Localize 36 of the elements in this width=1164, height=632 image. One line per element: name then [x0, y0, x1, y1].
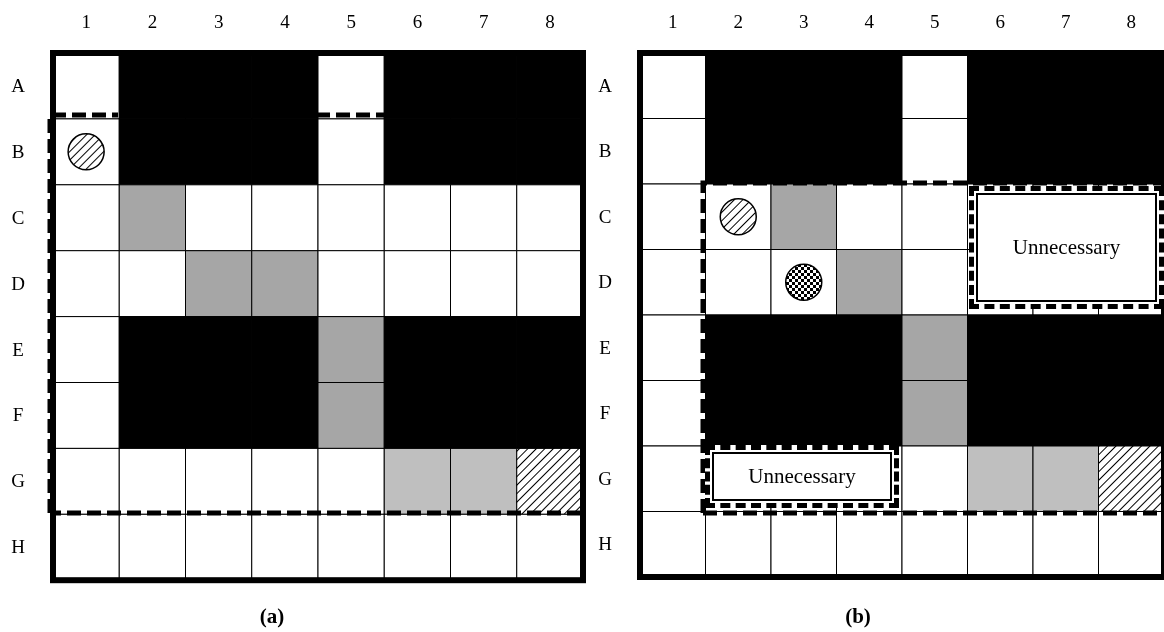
column-number: 8	[545, 11, 555, 33]
column-number: 1	[81, 11, 91, 33]
panel-caption: (a)	[259, 603, 285, 629]
column-number: 8	[1126, 11, 1136, 33]
column-number: 4	[864, 11, 874, 33]
row-letter: A	[598, 74, 612, 97]
row-letter: F	[12, 404, 24, 427]
row-letter: B	[11, 140, 25, 163]
column-number: 3	[213, 11, 224, 33]
column-number: 7	[1061, 11, 1071, 33]
column-number: 5	[930, 11, 940, 33]
row-letter: B	[598, 140, 612, 163]
column-number: 7	[478, 11, 489, 33]
row-letter: F	[599, 402, 611, 425]
row-letter: D	[598, 271, 612, 294]
column-number: 2	[147, 11, 158, 33]
row-letter: H	[598, 533, 612, 556]
row-letter: E	[12, 338, 24, 361]
panel-caption: (b)	[845, 603, 871, 629]
region-label: Unnecessary	[1012, 235, 1121, 260]
row-letter: G	[598, 467, 612, 490]
column-number: 4	[280, 11, 290, 33]
column-number: 2	[733, 11, 743, 33]
column-number: 5	[346, 11, 356, 33]
column-number: 3	[799, 11, 809, 33]
row-letter: C	[598, 205, 612, 228]
row-letter: D	[11, 272, 25, 295]
column-number: 6	[995, 11, 1005, 33]
region-label: Unnecessary	[748, 464, 856, 489]
row-letter: G	[11, 470, 25, 493]
column-number: 1	[668, 11, 678, 33]
row-letter: A	[11, 74, 25, 97]
row-letter: H	[11, 536, 25, 559]
row-letter: E	[599, 336, 611, 359]
column-number: 6	[412, 11, 423, 33]
row-letter: C	[11, 206, 25, 229]
